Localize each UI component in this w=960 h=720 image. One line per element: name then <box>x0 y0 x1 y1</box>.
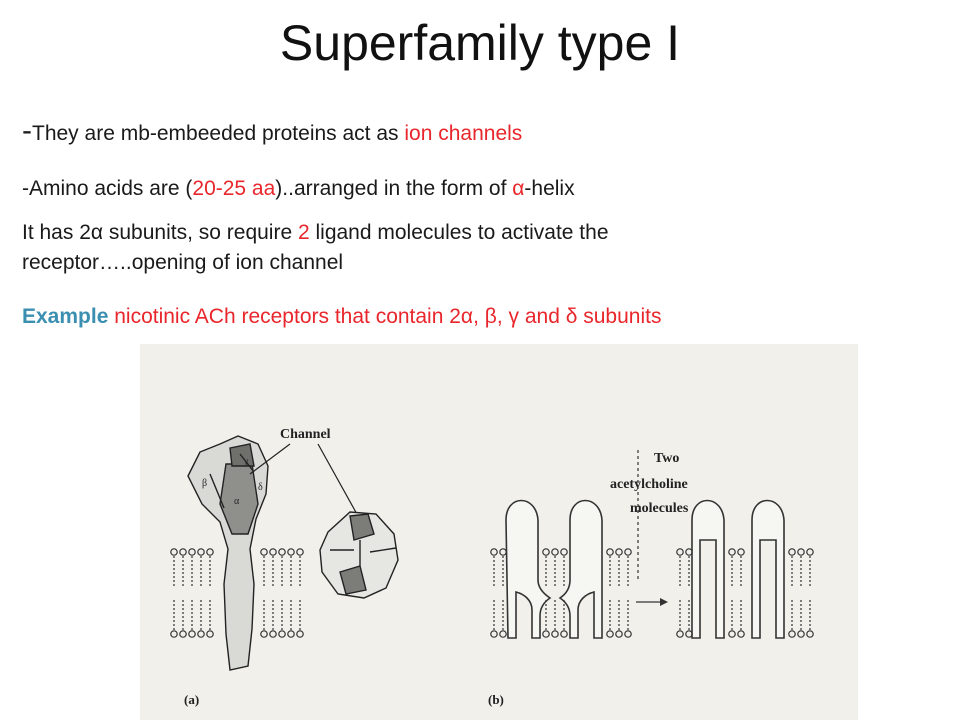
bullet-ion-channels: -They are mb-embeeded proteins act as io… <box>22 116 522 149</box>
bullet-text: It has 2 <box>22 221 91 244</box>
transition-arrow-head <box>660 598 668 606</box>
lipid-head <box>606 630 614 638</box>
bullet-text: -Amino acids are ( <box>22 177 193 200</box>
lipid-head <box>676 630 684 638</box>
lipid-head <box>499 548 507 556</box>
greek-alpha: α <box>512 177 525 200</box>
lipid-head <box>806 630 814 638</box>
subunit-delta-label: δ <box>258 482 263 493</box>
greek-alpha: α, <box>460 305 479 328</box>
example-text: nicotinic ACh receptors that contain 2 <box>108 305 461 328</box>
lipid-head <box>797 630 805 638</box>
lipid-head <box>170 548 178 556</box>
lipid-head <box>269 630 277 638</box>
lipid-head <box>737 630 745 638</box>
lipid-head <box>260 630 268 638</box>
subunit-alpha-label: α <box>234 496 240 507</box>
lipid-head <box>287 630 295 638</box>
highlight-ligand-count: 2 <box>297 221 310 244</box>
panel-b-label: (b) <box>488 692 504 707</box>
example-tail: subunits <box>577 305 662 328</box>
example-and: and <box>519 305 566 328</box>
receptor-figure: α β γ δ Channel Two acetylcholine molec <box>140 344 858 720</box>
example-label: Example <box>22 305 109 328</box>
lipid-head <box>788 548 796 556</box>
lipid-head <box>551 630 559 638</box>
lipid-head <box>499 630 507 638</box>
channel-pointer-line <box>249 443 291 475</box>
bullet-text: They are mb-embeeded proteins act as <box>32 122 405 145</box>
receptor-side-view <box>187 435 269 671</box>
lipid-head <box>737 548 745 556</box>
lipid-head <box>278 630 286 638</box>
lipid-head <box>676 548 684 556</box>
lipid-head <box>624 630 632 638</box>
panel-a-label: (a) <box>184 692 199 707</box>
lipid-head <box>624 548 632 556</box>
lipid-head <box>606 548 614 556</box>
lipid-head <box>615 548 623 556</box>
lipid-head <box>685 630 693 638</box>
lipid-head <box>206 548 214 556</box>
lipid-head <box>551 548 559 556</box>
bullet-dash: - <box>22 114 32 147</box>
lipid-head <box>490 630 498 638</box>
two-label: Two <box>654 451 679 466</box>
closed-channel <box>505 499 603 639</box>
lipid-head <box>188 630 196 638</box>
lipid-head <box>179 548 187 556</box>
bullet-text: -helix <box>524 177 575 200</box>
bullet-amino-acids: -Amino acids are (20-25 aa)..arranged in… <box>22 174 575 204</box>
lipid-head <box>728 630 736 638</box>
bullet-text: )..arranged in the form of <box>275 177 513 200</box>
open-channel <box>691 499 785 639</box>
lipid-head <box>560 548 568 556</box>
lipid-head <box>685 548 693 556</box>
greek-alpha: α <box>90 221 104 244</box>
lipid-head <box>788 630 796 638</box>
subunit-gamma-label: γ <box>243 456 249 467</box>
bullet-continuation: receptor…..opening of ion channel <box>22 251 344 274</box>
lipid-head <box>269 548 277 556</box>
lipid-head <box>179 630 187 638</box>
lipid-head <box>206 630 214 638</box>
lipid-head <box>728 548 736 556</box>
acetylcholine-label: acetylcholine <box>610 477 688 492</box>
membrane-a-right <box>260 548 304 638</box>
lipid-head <box>797 548 805 556</box>
membrane-b <box>490 548 814 638</box>
lipid-head <box>197 548 205 556</box>
molecules-label: molecules <box>630 501 689 516</box>
lipid-head <box>542 630 550 638</box>
bullet-subunits: It has 2α subunits, so require 2 ligand … <box>22 218 609 278</box>
subunit-beta-label: β <box>202 478 207 489</box>
bullet-text: ligand molecules to activate the <box>309 221 609 244</box>
highlight-ion-channels: ion channels <box>404 122 523 145</box>
lipid-head <box>806 548 814 556</box>
lipid-head <box>615 630 623 638</box>
lipid-head <box>490 548 498 556</box>
greek-delta: δ <box>565 305 578 328</box>
lipid-head <box>260 548 268 556</box>
membrane-a-left <box>170 548 214 638</box>
lipid-head <box>296 548 304 556</box>
lipid-head <box>278 548 286 556</box>
greek-beta: β, <box>478 305 503 328</box>
slide-title: Superfamily type I <box>279 15 681 71</box>
receptor-top-view <box>319 511 399 599</box>
channel-pointer-line <box>317 443 359 517</box>
lipid-head <box>170 630 178 638</box>
lipid-head <box>560 630 568 638</box>
bullet-text: subunits, so require <box>103 221 298 244</box>
receptor-diagram: α β γ δ Channel Two acetylcholine molec <box>170 427 814 707</box>
greek-gamma: γ <box>502 305 519 328</box>
channel-label: Channel <box>280 427 331 442</box>
lipid-head <box>296 630 304 638</box>
highlight-aa-count: 20-25 aa <box>192 177 276 200</box>
lipid-head <box>287 548 295 556</box>
lipid-head <box>542 548 550 556</box>
lipid-head <box>197 630 205 638</box>
lipid-head <box>188 548 196 556</box>
bullet-example: Example nicotinic ACh receptors that con… <box>22 302 661 332</box>
